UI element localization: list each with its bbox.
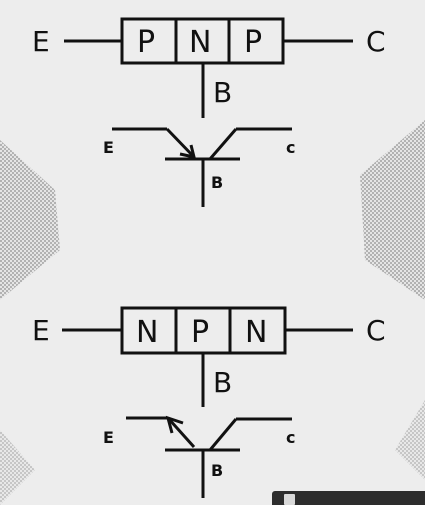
- npn-symbol-emitter-label: E: [103, 428, 114, 447]
- pnp-base-label: B: [213, 76, 232, 109]
- npn-symbol-arrow: [165, 415, 184, 434]
- pnp-emitter-label: E: [32, 25, 50, 58]
- pnp-collector-label: C: [366, 25, 386, 58]
- npn-symbol-base-label: B: [211, 461, 223, 480]
- pnp-symbol-collector-label: c: [286, 138, 295, 157]
- npn-block-diagram: [62, 306, 353, 407]
- pnp-layer-1: P: [137, 25, 155, 60]
- floppy-disk-icon[interactable]: [284, 494, 295, 505]
- npn-collector-label: C: [366, 314, 386, 347]
- pnp-symbol-arrow: [179, 144, 197, 159]
- pnp-symbol-emitter-diagonal: [165, 127, 196, 159]
- npn-layer-2: P: [191, 315, 209, 350]
- pnp-block-diagram: [64, 17, 353, 118]
- npn-base-label: B: [213, 366, 232, 399]
- npn-symbol-emitter-diagonal: [166, 416, 196, 449]
- npn-symbol: [126, 415, 292, 498]
- pnp-symbol-emitter-label: E: [103, 138, 114, 157]
- npn-symbol-collector-label: c: [286, 428, 295, 447]
- pnp-symbol-collector-diagonal: [208, 128, 238, 160]
- npn-layer-1: N: [136, 315, 158, 350]
- npn-emitter-label: E: [32, 314, 50, 347]
- pnp-layer-2: N: [189, 25, 211, 60]
- npn-symbol-collector-diagonal: [208, 418, 238, 451]
- npn-layer-3: N: [245, 315, 267, 350]
- pnp-symbol: [112, 127, 292, 207]
- pnp-symbol-base-label: B: [211, 173, 223, 192]
- pnp-layer-3: P: [244, 25, 262, 60]
- bottom-toolbar: [272, 491, 425, 505]
